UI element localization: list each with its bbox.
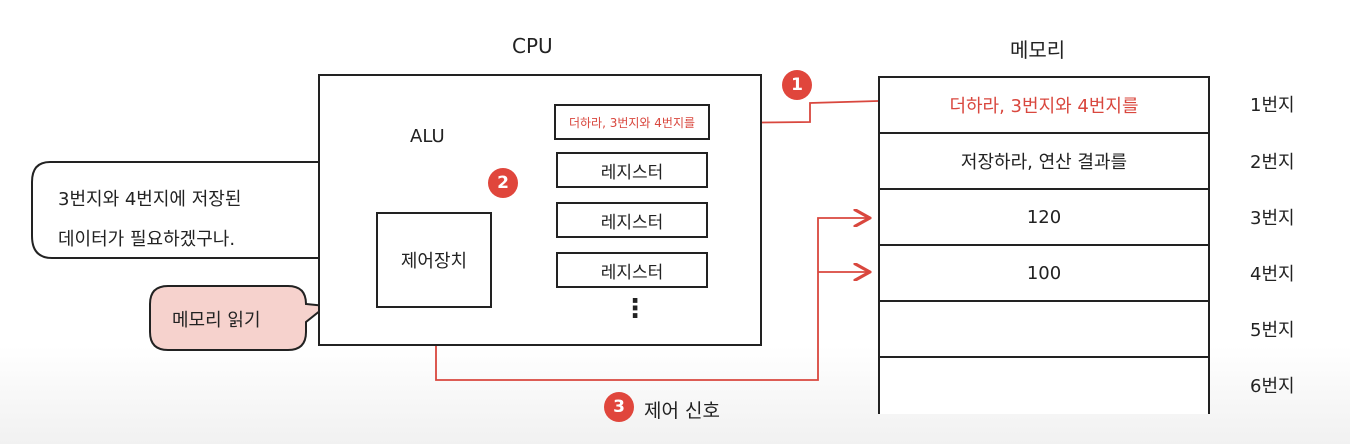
step-1-badge: 1 xyxy=(782,70,812,100)
memory-box: 더하라, 3번지와 4번지를 저장하라, 연산 결과를 120 100 xyxy=(878,76,1210,414)
address-4: 4번지 xyxy=(1250,264,1295,285)
memory-row-5 xyxy=(880,302,1208,358)
thought-line-2: 데이터가 필요하겠구나. xyxy=(58,229,236,250)
register-more: ⋮ xyxy=(622,294,648,324)
control-unit: 제어장치 xyxy=(376,212,492,308)
cpu-title: CPU xyxy=(512,34,553,58)
register-4: 레지스터 xyxy=(556,252,708,288)
step-3-label: 제어 신호 xyxy=(644,400,720,422)
read-bubble xyxy=(149,285,329,351)
address-1: 1번지 xyxy=(1250,95,1295,116)
memory-row-3: 120 xyxy=(880,190,1208,246)
register-3: 레지스터 xyxy=(556,202,708,238)
arrow-control-signal xyxy=(435,218,868,381)
memory-title: 메모리 xyxy=(1010,38,1066,62)
address-2: 2번지 xyxy=(1250,152,1295,173)
register-2: 레지스터 xyxy=(556,152,708,188)
memory-row-1: 더하라, 3번지와 4번지를 xyxy=(880,78,1208,134)
memory-row-2: 저장하라, 연산 결과를 xyxy=(880,134,1208,190)
address-6: 6번지 xyxy=(1250,376,1295,397)
step-3-badge: 3 xyxy=(604,392,634,422)
address-3: 3번지 xyxy=(1250,208,1295,229)
register-1: 더하라, 3번지와 4번지를 xyxy=(554,104,710,140)
step-2-badge: 2 xyxy=(488,168,518,198)
thought-text: 3번지와 4번지에 저장된 데이터가 필요하겠구나. xyxy=(58,180,241,260)
memory-row-4: 100 xyxy=(880,246,1208,302)
memory-row-6 xyxy=(880,358,1208,416)
read-text: 메모리 읽기 xyxy=(172,310,261,331)
alu-label: ALU xyxy=(410,126,445,147)
thought-line-1: 3번지와 4번지에 저장된 xyxy=(58,189,242,210)
address-5: 5번지 xyxy=(1250,320,1295,341)
